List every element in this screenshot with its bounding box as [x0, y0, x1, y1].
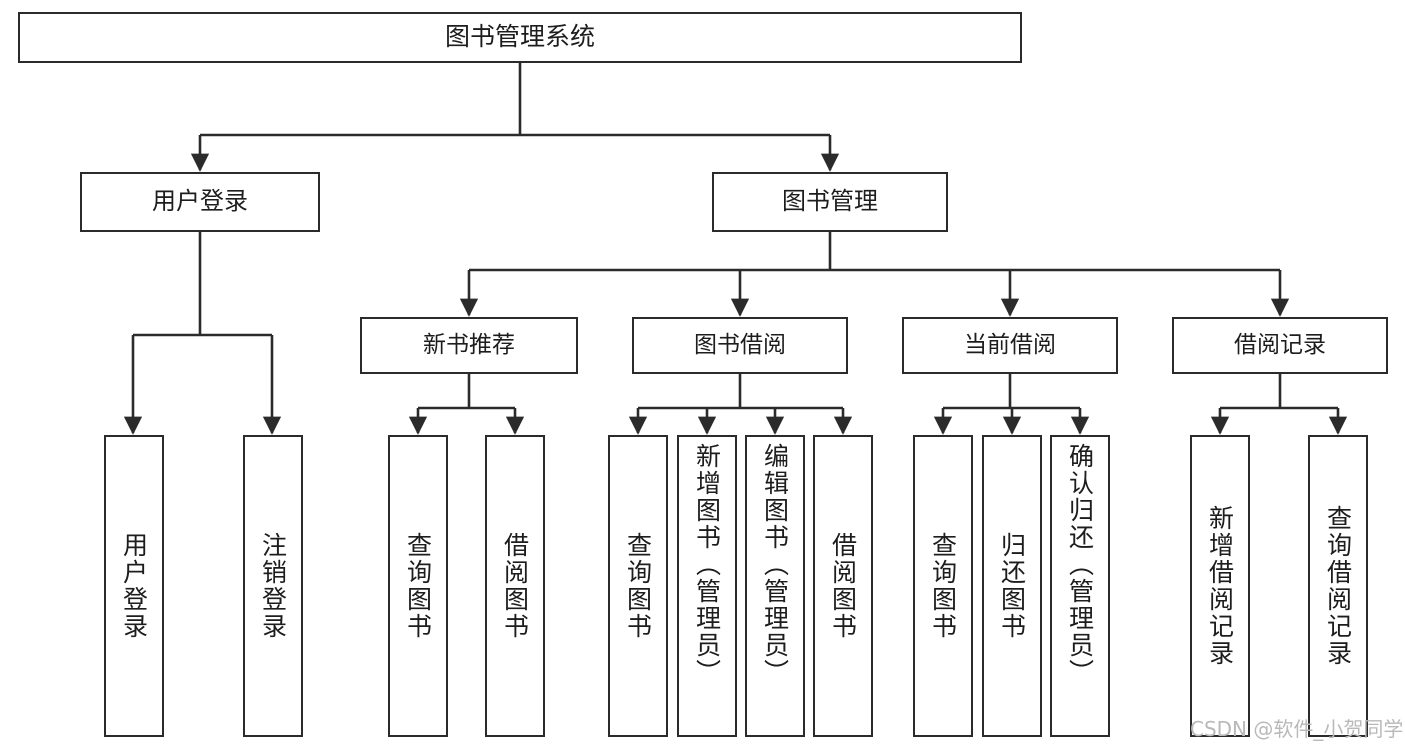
node-leaf-0-label: 用户登录: [119, 532, 149, 640]
node-leaf-0[interactable]: 用户登录: [104, 435, 164, 737]
node-leaf-11-label: 新增借阅记录: [1205, 505, 1235, 667]
node-leaf-9-label: 归还图书: [997, 532, 1027, 640]
node-level3-1[interactable]: 图书借阅: [632, 317, 848, 374]
node-leaf-11[interactable]: 新增借阅记录: [1190, 435, 1250, 737]
node-leaf-6-label: 编辑图书（管理员）: [760, 443, 790, 686]
node-level3-2-label: 当前借阅: [964, 332, 1056, 359]
node-leaf-12[interactable]: 查询借阅记录: [1308, 435, 1368, 737]
node-leaf-10[interactable]: 确认归还（管理员）: [1050, 435, 1110, 737]
node-level2-0-label: 用户登录: [152, 187, 248, 216]
node-leaf-12-label: 查询借阅记录: [1323, 505, 1353, 667]
csdn-watermark: CSDN @软件_小贺同学: [1190, 717, 1404, 741]
node-leaf-7-label: 借阅图书: [828, 532, 858, 640]
node-leaf-5[interactable]: 新增图书（管理员）: [677, 435, 737, 737]
node-level3-2[interactable]: 当前借阅: [902, 317, 1118, 374]
node-leaf-10-label: 确认归还（管理员）: [1065, 443, 1095, 686]
node-leaf-8[interactable]: 查询图书: [913, 435, 973, 737]
node-level2-0[interactable]: 用户登录: [80, 172, 320, 232]
node-leaf-2[interactable]: 查询图书: [388, 435, 448, 737]
node-level3-3[interactable]: 借阅记录: [1172, 317, 1388, 374]
node-level3-1-label: 图书借阅: [694, 332, 786, 359]
node-level2-1-label: 图书管理: [782, 187, 878, 216]
node-leaf-1-label: 注销登录: [258, 532, 288, 640]
node-leaf-3-label: 借阅图书: [500, 532, 530, 640]
node-leaf-1[interactable]: 注销登录: [243, 435, 303, 737]
node-root[interactable]: 图书管理系统: [18, 12, 1022, 63]
node-leaf-2-label: 查询图书: [403, 532, 433, 640]
node-level3-0-label: 新书推荐: [423, 332, 515, 359]
node-leaf-3[interactable]: 借阅图书: [485, 435, 545, 737]
node-level3-3-label: 借阅记录: [1234, 332, 1326, 359]
node-level3-0[interactable]: 新书推荐: [360, 317, 578, 374]
node-root-label: 图书管理系统: [444, 22, 595, 52]
node-leaf-5-label: 新增图书（管理员）: [692, 443, 722, 686]
node-leaf-4-label: 查询图书: [623, 532, 653, 640]
node-leaf-4[interactable]: 查询图书: [608, 435, 668, 737]
node-level2-1[interactable]: 图书管理: [712, 172, 948, 232]
node-leaf-9[interactable]: 归还图书: [982, 435, 1042, 737]
node-leaf-6[interactable]: 编辑图书（管理员）: [745, 435, 805, 737]
node-leaf-8-label: 查询图书: [928, 532, 958, 640]
node-leaf-7[interactable]: 借阅图书: [813, 435, 873, 737]
